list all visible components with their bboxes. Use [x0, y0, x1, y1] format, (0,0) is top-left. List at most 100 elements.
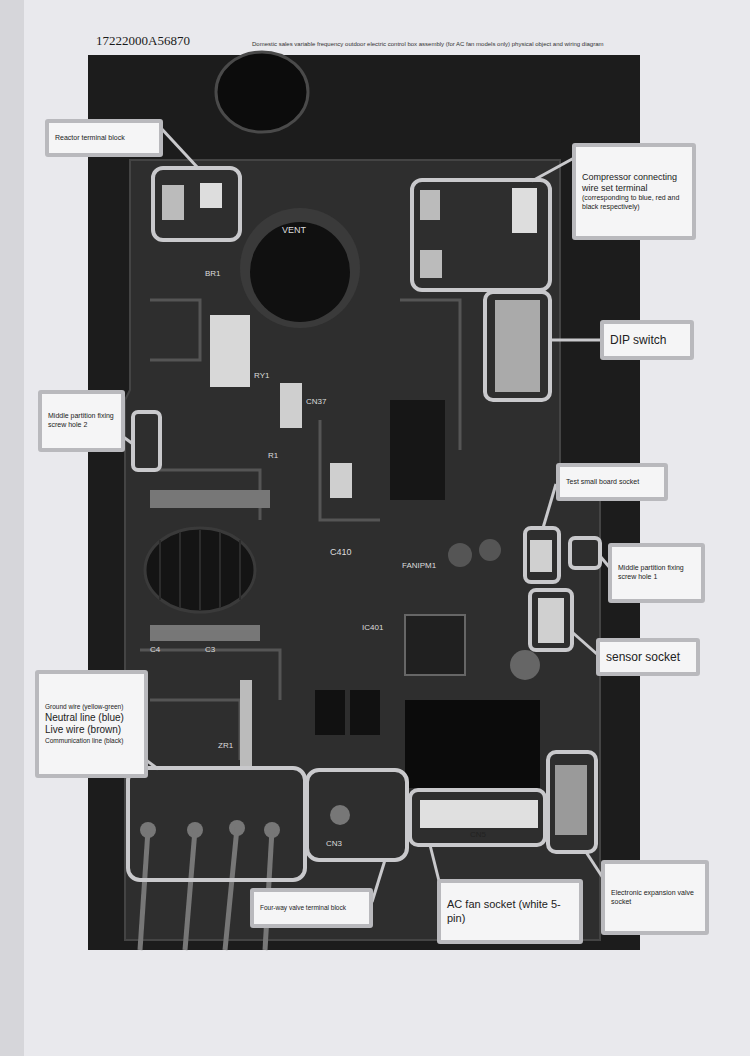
page-shadow [0, 0, 24, 1056]
leader-line [532, 158, 574, 181]
callout-box: Middle partition fixing screw hole 1 [608, 543, 705, 603]
capacitor [479, 539, 501, 561]
page-heading: Domestic sales variable frequency outdoo… [252, 41, 604, 48]
terminal [512, 188, 537, 233]
capacitor-sleeve [240, 208, 360, 328]
stud [330, 805, 350, 825]
highlight [307, 770, 407, 860]
winding [179, 532, 181, 608]
connector [280, 383, 302, 428]
terminal-studs [140, 805, 350, 838]
trace [320, 420, 380, 520]
callout-text: Neutral line (blue) [45, 712, 138, 725]
highlight [548, 752, 596, 852]
silkscreen-label: IC401 [362, 624, 383, 633]
callout-text: Reactor terminal block [55, 134, 153, 143]
photo-ground [88, 55, 640, 950]
fan-socket [420, 800, 538, 828]
silkscreen-label: ZR1 [218, 742, 233, 751]
fuse [240, 680, 252, 770]
silkscreen-label: CN5 [470, 831, 486, 840]
highlight [133, 412, 160, 470]
leader-line [551, 339, 601, 342]
callout-box: Ground wire (yellow-green)Neutral line (… [35, 670, 148, 778]
silkscreen-label: BR1 [205, 270, 221, 279]
callout-text: sensor socket [606, 650, 690, 665]
silkscreen-label: C4 [150, 646, 160, 655]
callout-box: Compressor connecting wire set terminal(… [572, 143, 696, 240]
document-number: 17222000A56870 [96, 34, 190, 48]
highlight [485, 292, 550, 400]
test-socket [530, 540, 552, 572]
relay [315, 690, 345, 735]
trace [140, 650, 280, 700]
silkscreen-label: RY1 [254, 372, 269, 381]
transformer [405, 615, 465, 675]
callout-text: DIP switch [610, 333, 684, 348]
wire [140, 830, 148, 950]
capacitor [448, 543, 472, 567]
winding [159, 540, 161, 600]
callout-text: Test small board socket [566, 478, 658, 487]
trace [150, 300, 200, 360]
capacitor-x [150, 625, 260, 641]
leader-lines [122, 127, 610, 902]
highlight [412, 180, 550, 290]
callout-box: sensor socket [596, 638, 700, 676]
callout-text: AC fan socket (white 5-pin) [447, 898, 573, 926]
silkscreen-label: FANIPM1 [402, 562, 436, 571]
callout-text: Compressor connecting wire set terminal [582, 172, 686, 195]
relay [350, 690, 380, 735]
capacitor [250, 222, 350, 322]
terminal [420, 250, 442, 278]
leader-line [572, 632, 598, 655]
highlight [153, 168, 240, 240]
silkscreen-label: CN37 [306, 398, 326, 407]
callout-box: Electronic expansion valve socket [601, 860, 709, 935]
silkscreen-label: R1 [268, 452, 278, 461]
highlight [530, 590, 572, 650]
capacitor-x [150, 490, 270, 508]
callout-box: Test small board socket [556, 463, 668, 501]
capacitor [216, 52, 308, 132]
inductor [405, 700, 540, 788]
terminal [200, 183, 222, 208]
silkscreen-label: VENT [282, 226, 306, 236]
wire [225, 828, 237, 950]
highlight [410, 790, 545, 845]
callout-box: AC fan socket (white 5-pin) [437, 879, 583, 944]
highlight [525, 528, 559, 582]
leader-line [372, 860, 385, 902]
connector [330, 463, 352, 498]
pcb [125, 160, 600, 940]
silkscreen-label: C3 [205, 646, 215, 655]
terminal [162, 185, 184, 220]
callout-box: DIP switch [600, 320, 694, 360]
choke-coil [145, 528, 255, 612]
callout-box: Four-way valve terminal block [250, 888, 373, 928]
callout-text: Electronic expansion valve socket [611, 889, 699, 907]
trace [150, 700, 240, 760]
callout-text: Middle partition fixing screw hole 2 [48, 412, 115, 430]
highlight [570, 538, 600, 568]
leader-line [160, 127, 198, 168]
callout-text: Communication line (black) [45, 737, 138, 745]
capacitor [510, 650, 540, 680]
callout-text: Live wire (brown) [45, 724, 138, 737]
silkscreen-label: C410 [330, 548, 352, 558]
leader-line [543, 484, 556, 528]
traces [140, 300, 460, 760]
chip [390, 400, 445, 500]
winding [239, 540, 241, 600]
relay [210, 315, 250, 387]
eev-socket [555, 765, 587, 835]
winding [199, 530, 201, 610]
callout-text: (corresponding to blue, red and black re… [582, 194, 686, 212]
silkscreen-label: CN3 [326, 840, 342, 849]
callout-box: Reactor terminal block [45, 119, 163, 157]
highlight [128, 768, 305, 880]
callout-text: Four-way valve terminal block [260, 904, 363, 912]
winding [219, 532, 221, 608]
sensor-connector [538, 598, 564, 643]
